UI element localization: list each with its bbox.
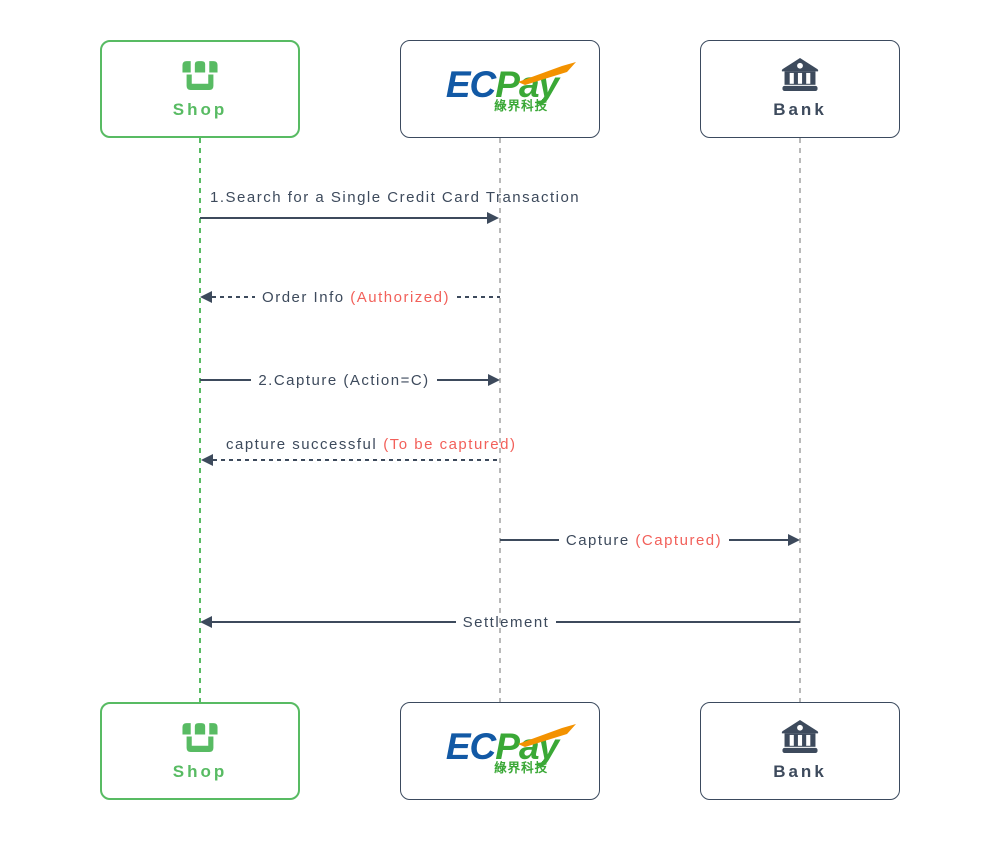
message-4-line — [213, 459, 500, 461]
message-2-status: (Authorized) — [350, 288, 450, 306]
ecpay-subtitle: 綠界科技 — [494, 760, 549, 775]
ecpay-lifeline — [499, 138, 501, 702]
ecpay-logo: ECPay 綠界科技 — [445, 61, 577, 113]
message-5-line — [729, 539, 788, 541]
message-1-line — [200, 217, 488, 219]
message-2-label: Order Info (Authorized) — [262, 288, 450, 306]
message-2: Order Info (Authorized) — [200, 286, 500, 308]
actor-bank-bottom: Bank — [700, 702, 900, 800]
message-2-line — [456, 296, 500, 298]
message-6-label: Settlement — [462, 613, 550, 631]
actor-ecpay-top: ECPay 綠界科技 — [400, 40, 600, 138]
message-3: 2.Capture (Action=C) — [200, 369, 501, 391]
message-1-arrowhead-icon — [487, 212, 499, 224]
message-3-arrowhead-icon — [488, 374, 501, 386]
message-4-status: (To be captured) — [383, 436, 517, 453]
message-5: Capture (Captured) — [500, 529, 800, 551]
actor-shop-label: Shop — [172, 762, 228, 781]
actor-ecpay-bottom: ECPay 綠界科技 — [400, 702, 600, 800]
message-4-arrowhead-icon — [201, 454, 213, 466]
actor-bank-top: Bank — [700, 40, 900, 138]
message-2-arrowhead-icon — [200, 291, 212, 303]
ecpay-swoosh-icon — [518, 723, 577, 747]
shop-lifeline — [199, 138, 201, 702]
message-5-status: (Captured) — [635, 531, 723, 549]
message-6: Settlement — [200, 611, 800, 633]
message-3-line — [200, 379, 252, 381]
message-3-label: 2.Capture (Action=C) — [258, 371, 430, 389]
message-1-label: 1.Search for a Single Credit Card Transa… — [210, 189, 581, 206]
message-5-arrowhead-icon — [788, 534, 800, 546]
ecpay-wordmark: ECPay — [445, 723, 577, 767]
bank-icon — [781, 720, 819, 753]
message-6-arrowhead-icon — [200, 616, 212, 628]
bank-lifeline — [799, 138, 801, 702]
bank-icon — [781, 58, 819, 91]
message-2-line — [212, 296, 256, 298]
message-4-label: capture successful(To be captured) — [226, 436, 517, 453]
message-6-line — [556, 621, 800, 623]
actor-bank-label: Bank — [773, 762, 827, 781]
actor-shop-top: Shop — [100, 40, 300, 138]
ecpay-swoosh-icon — [518, 61, 577, 85]
message-3-line — [436, 379, 489, 381]
message-5-line — [500, 539, 559, 541]
actor-shop-bottom: Shop — [100, 702, 300, 800]
ecpay-wordmark-ec: EC — [445, 63, 496, 105]
ecpay-logo: ECPay 綠界科技 — [445, 723, 577, 775]
message-5-label: Capture (Captured) — [565, 531, 723, 549]
store-icon — [182, 61, 218, 90]
store-icon — [182, 723, 218, 752]
ecpay-subtitle: 綠界科技 — [494, 98, 549, 113]
message-6-line — [212, 621, 456, 623]
actor-bank-label: Bank — [773, 100, 827, 119]
ecpay-wordmark-ec: EC — [445, 725, 496, 767]
ecpay-wordmark: ECPay — [445, 61, 577, 105]
actor-shop-label: Shop — [172, 100, 228, 119]
